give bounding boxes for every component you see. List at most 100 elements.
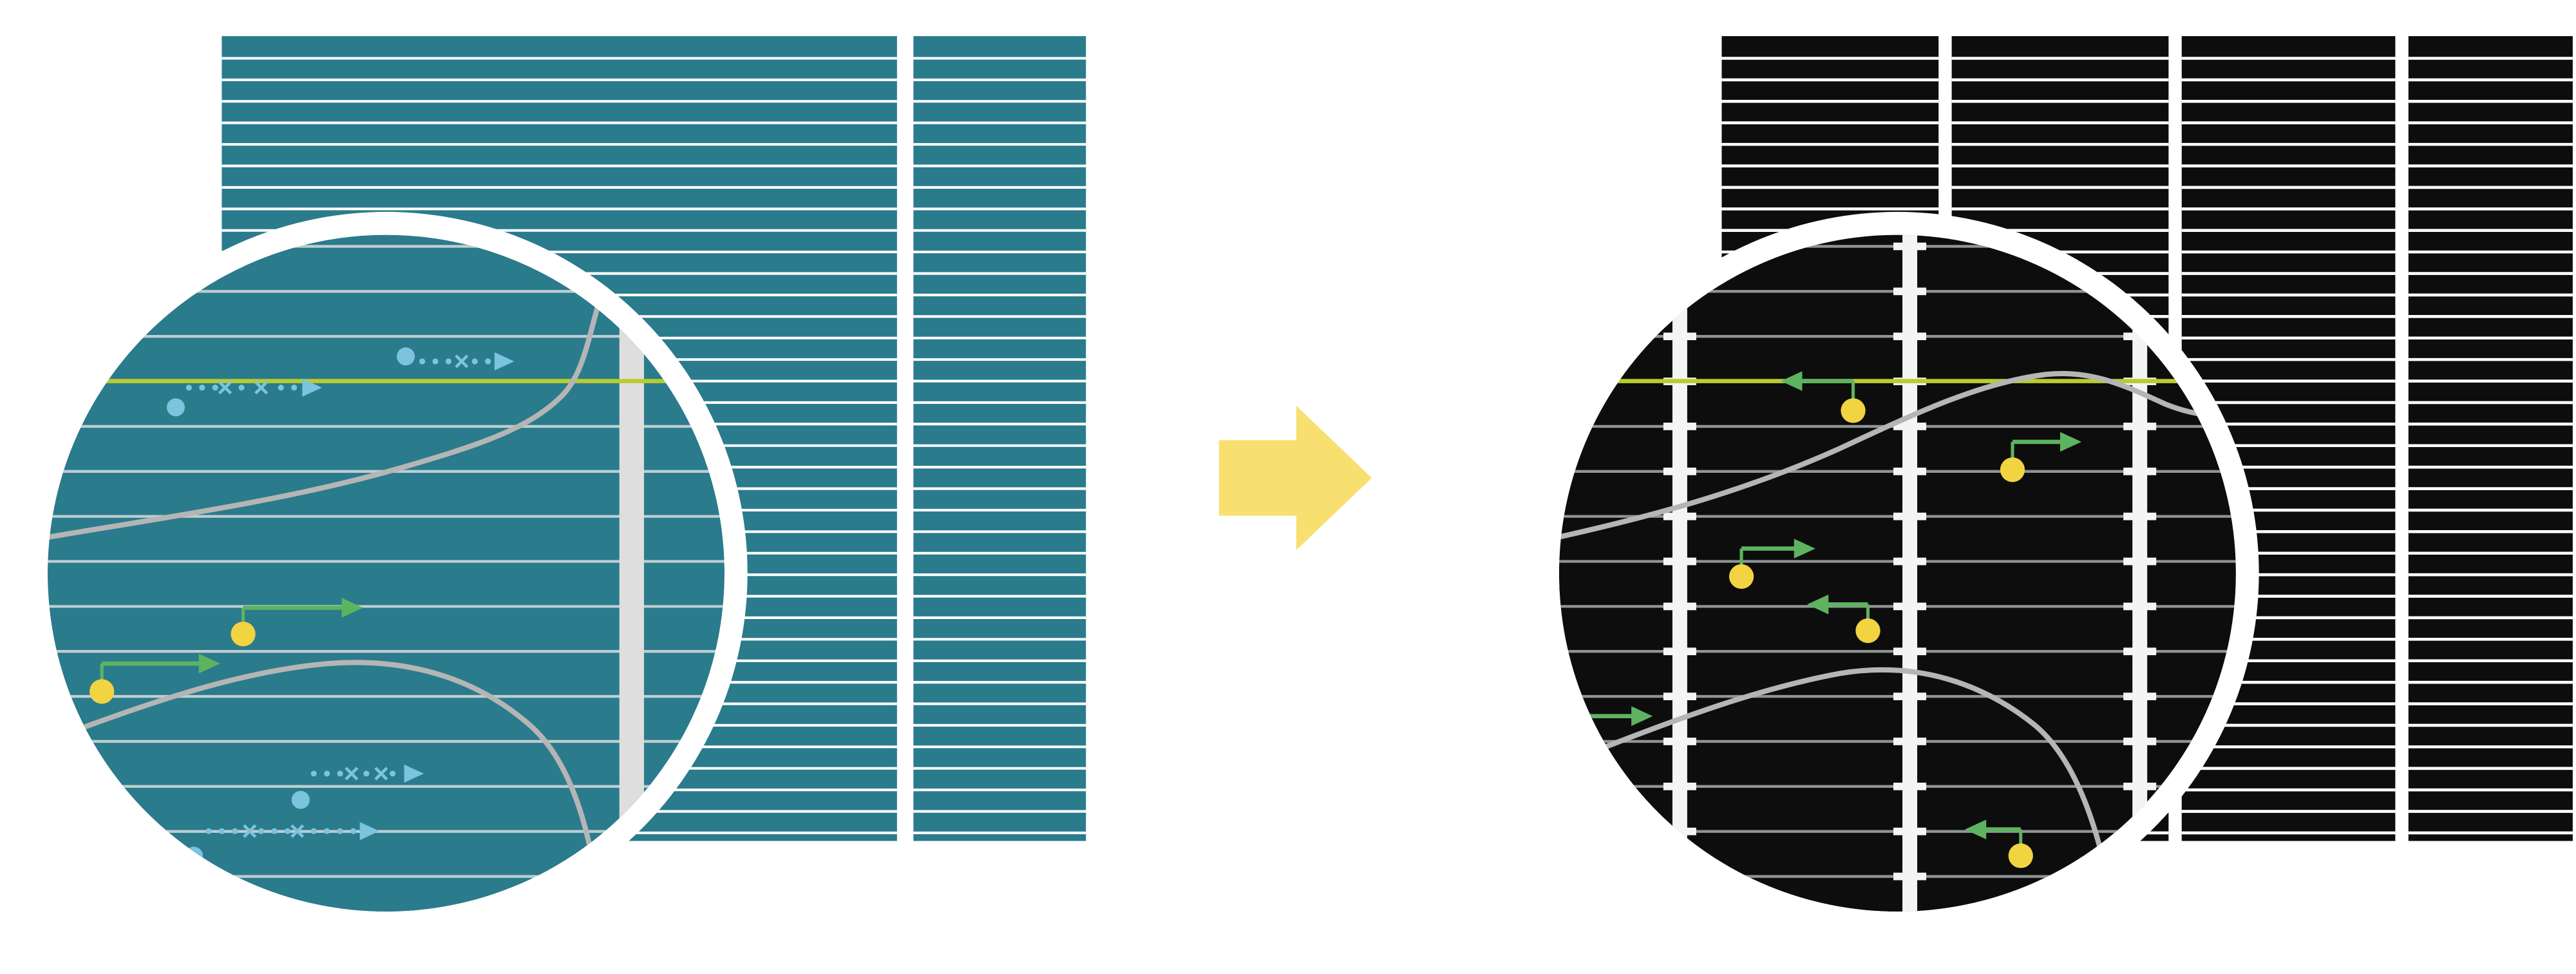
right-magnifier <box>1536 211 2259 935</box>
busbar-pad <box>1893 287 1927 296</box>
hole-carrier <box>231 598 363 647</box>
path-dot <box>363 770 370 777</box>
hole-dot <box>1841 398 1866 423</box>
busbar-pad <box>1893 423 1927 430</box>
path-dot <box>485 358 491 365</box>
carrier-arrowhead-icon <box>1965 819 1987 839</box>
recombination-x-icon <box>455 354 469 368</box>
path-dot <box>310 770 317 777</box>
busbar-pad <box>2123 557 2157 566</box>
left-magnifier <box>24 211 748 935</box>
path-dot <box>291 385 298 391</box>
carrier-arrowhead-icon <box>1631 706 1653 726</box>
path-dot <box>218 828 225 834</box>
path-dot <box>205 828 212 834</box>
busbar-pad <box>1893 467 1927 475</box>
recombination-x-icon <box>345 767 359 781</box>
path-dot <box>337 770 343 777</box>
right-solar-cell-segment <box>2408 36 2573 841</box>
path-dot <box>284 828 291 834</box>
hole-dot <box>90 679 115 704</box>
hole-carrier <box>90 653 220 704</box>
path-dot <box>324 770 330 777</box>
left-magnifier-content <box>47 234 724 912</box>
path-dot <box>310 828 317 834</box>
busbar-pad <box>1663 602 1696 611</box>
busbar-pad <box>1893 827 1927 836</box>
hole-dot <box>2000 457 2025 482</box>
hole-carrier <box>2000 432 2082 482</box>
busbar-pad <box>1663 332 1696 341</box>
busbar-pad <box>1663 827 1696 836</box>
electron-diffusion-path <box>291 764 424 809</box>
recombination-x-icon <box>290 824 305 838</box>
busbar-pad <box>1893 557 1927 566</box>
electron-dot <box>397 347 415 366</box>
path-dot <box>471 358 478 365</box>
busbar-pad <box>2123 738 2157 745</box>
busbar-pad <box>2123 602 2157 611</box>
busbar-pad <box>1663 738 1696 745</box>
busbar-pad <box>2123 692 2157 700</box>
busbar-pad <box>1663 512 1696 520</box>
path-dot <box>350 828 357 834</box>
path-dot <box>324 828 330 834</box>
electron-dot <box>291 790 310 809</box>
busbar-pad <box>2123 512 2157 520</box>
recombination-x-icon <box>254 381 269 395</box>
busbar-pad <box>1893 782 1927 790</box>
transform-arrow-icon <box>1218 405 1372 551</box>
path-dot <box>432 358 439 365</box>
electron-arrowhead-icon <box>494 352 515 370</box>
path-dot <box>238 385 245 391</box>
hole-dot <box>2008 843 2033 868</box>
busbar-pad <box>2123 782 2157 790</box>
busbar-pad <box>1893 512 1927 520</box>
path-dot <box>419 358 426 365</box>
carrier-arrowhead-icon <box>198 653 220 674</box>
hole-dot <box>231 622 256 647</box>
recombination-x-icon <box>218 381 232 395</box>
electron-arrowhead-icon <box>302 378 322 397</box>
busbar-pad <box>1893 872 1927 881</box>
carrier-arrowhead-icon <box>1781 371 1803 391</box>
busbar-pad <box>1893 602 1927 611</box>
busbar-pad <box>1893 647 1927 656</box>
hole-carrier <box>1807 595 1880 644</box>
busbar-pad <box>2123 647 2157 656</box>
hole-dot <box>1728 564 1754 589</box>
busbar-pad <box>1663 242 1696 251</box>
path-dot <box>258 828 265 834</box>
hole-carrier <box>1965 819 2033 868</box>
left-solar-cell-segment <box>913 36 1086 841</box>
electron-diffusion-path <box>166 378 322 417</box>
busbar-pad <box>1893 242 1927 251</box>
carrier-arrowhead-icon <box>1794 539 1815 559</box>
carrier-arrowhead-icon <box>2060 432 2082 452</box>
busbar-pad <box>1893 692 1927 700</box>
busbar-pad <box>1893 332 1927 341</box>
electron-diffusion-path <box>397 347 515 370</box>
busbar-pad <box>2123 467 2157 475</box>
path-dot <box>278 385 284 391</box>
busbar-pad <box>2123 872 2157 881</box>
busbar-pad <box>1893 738 1927 745</box>
path-dot <box>390 770 396 777</box>
grain-boundary <box>1558 370 2236 545</box>
electron-dot <box>166 398 185 417</box>
path-dot <box>445 358 452 365</box>
electron-arrowhead-icon <box>359 822 380 841</box>
path-dot <box>199 385 205 391</box>
path-dot <box>337 828 343 834</box>
recombination-x-icon <box>243 824 257 838</box>
path-dot <box>232 828 238 834</box>
recombination-x-icon <box>374 767 388 781</box>
busbar-pad <box>1663 647 1696 656</box>
busbar-pad <box>1663 557 1696 566</box>
carrier-arrowhead-icon <box>341 598 363 618</box>
busbar-pad <box>1663 872 1696 881</box>
busbar-pad <box>1663 692 1696 700</box>
path-dot <box>212 385 218 391</box>
